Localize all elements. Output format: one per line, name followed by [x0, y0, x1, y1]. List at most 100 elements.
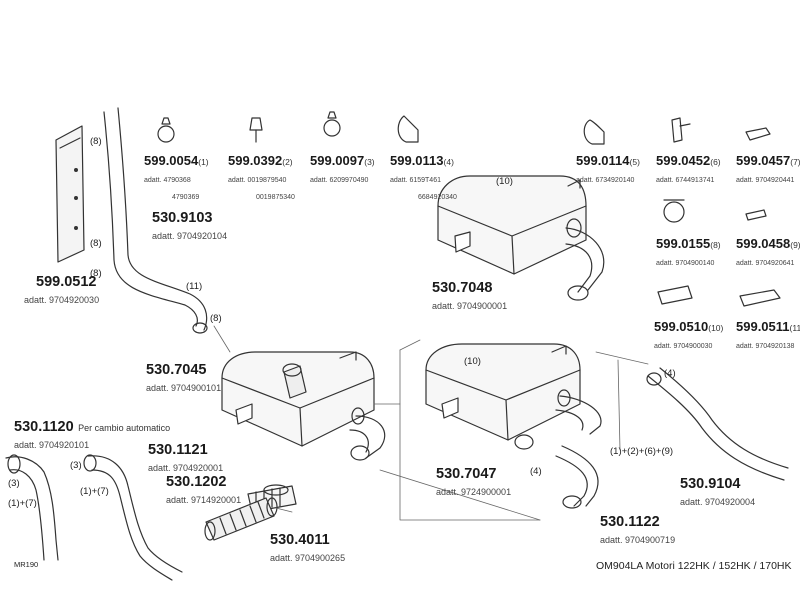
callout-heatshield-8: (8) [90, 238, 102, 249]
callout-combo-1-7: (1)+(7) [8, 498, 37, 509]
part-599-0054: 599.0054(1) adatt. 4790368 4790369 [144, 153, 209, 203]
part-599-0392: 599.0392(2) adatt. 0019879540 0019875340 [228, 153, 295, 203]
callout-pipe-4: (4) [530, 466, 542, 477]
callout-pipe-4: (4) [664, 368, 676, 379]
part-code: 530.7045 [146, 362, 207, 378]
part-code: 599.0452 [656, 153, 711, 168]
part-alt: adatt. 9704920004 [680, 496, 756, 507]
part-530-1202: 530.1202 adatt. 9714920001 [166, 474, 241, 508]
part-alt: adatt. 4790368 [144, 176, 191, 184]
part-alt: adatt. 9704920101 [14, 439, 90, 450]
part-ref: (11) [789, 323, 800, 333]
part-530-7048: 530.7048 adatt. 9704900001 [432, 280, 507, 314]
part-ref: (9) [790, 240, 800, 250]
part-530-9103: 530.9103 adatt. 9704920104 [152, 210, 227, 244]
pipe-530-1122-drawing [555, 445, 599, 509]
part-599-0512: 599.0512 adatt. 9704920030 [24, 274, 99, 308]
part-599-0457: 599.0457(7) adatt. 9704920441 [736, 153, 800, 187]
part-code: 530.1122 [600, 514, 660, 530]
part-code: 599.0114 [576, 153, 630, 168]
part-code: 599.0511 [736, 319, 790, 334]
part-ref: (6) [710, 157, 721, 167]
part-530-7047: 530.7047 adatt. 9724900001 [436, 466, 511, 500]
part-599-0155: 599.0155(8) adatt. 9704900140 [656, 236, 721, 270]
part-code: 530.1121 [148, 442, 208, 458]
part-code: 530.9104 [680, 476, 741, 492]
callout-pipe-11: (11) [186, 281, 203, 292]
part-alt: adatt. 9704900001 [432, 300, 508, 311]
callout-pipe-8: (8) [210, 313, 222, 324]
part-alt: adatt. 6209970490 [310, 176, 369, 184]
part-code: 599.0392 [228, 153, 283, 168]
part-ref: (1) [198, 157, 209, 167]
callout-pipe-3: (3) [8, 478, 20, 489]
part-alt: adatt. 9724900001 [436, 486, 512, 497]
part-599-0113: 599.0113(4) adatt. 6159T461 6684920340 [390, 153, 457, 203]
pipe-530-1120-drawing [5, 454, 59, 561]
part-ref: (3) [364, 157, 375, 167]
accessory-icons [157, 111, 781, 307]
part-alt: adatt. 6159T461 [390, 176, 441, 184]
pipe-530-9103-drawing [103, 107, 208, 334]
part-alt: adatt. 9704920104 [152, 230, 228, 241]
part-alt: adatt. 9704900030 [654, 342, 713, 350]
part-code: 599.0510 [654, 319, 709, 334]
muffler-530-7047-drawing [425, 343, 602, 450]
muffler-530-7048-drawing [437, 175, 605, 301]
part-599-0458: 599.0458(9) adatt. 9704920641 [736, 236, 800, 270]
part-alt: adatt. 6744913741 [656, 176, 715, 184]
part-alt: adatt. 9704900101 [146, 382, 222, 393]
part-599-0511: 599.0511(11) adatt. 9704920138 [736, 319, 800, 353]
part-code: 599.0054 [144, 153, 199, 168]
part-note: Per cambio automatico [78, 423, 171, 433]
engine-caption: OM904LA Motori 122HK / 152HK / 170HK [596, 560, 792, 572]
part-code: 599.0457 [736, 153, 791, 168]
part-alt: adatt. 9704900719 [600, 534, 676, 545]
part-code: 599.0458 [736, 236, 791, 251]
part-599-0097: 599.0097(3) adatt. 6209970490 [310, 153, 375, 187]
part-code: 530.1120 [14, 419, 74, 435]
part-530-1121: 530.1121 adatt. 9704920001 [148, 442, 223, 476]
part-alt: adatt. 9704920641 [736, 259, 795, 267]
part-ref: (5) [629, 157, 640, 167]
callout-box-10: (10) [496, 176, 513, 187]
part-code: 530.1202 [166, 474, 227, 490]
part-alt: adatt. 0019879540 [228, 176, 287, 184]
part-alt: 6684920340 [418, 193, 457, 201]
callout-combo-1-7: (1)+(7) [80, 486, 109, 497]
part-code: 530.7047 [436, 466, 497, 482]
part-ref: (10) [708, 323, 724, 333]
heat-shield-drawing [55, 125, 85, 263]
part-alt: adatt. 6734920140 [576, 176, 635, 184]
part-alt: adatt. 9704920030 [24, 294, 100, 305]
part-code: 530.7048 [432, 280, 493, 296]
part-530-9104: 530.9104 adatt. 9704920004 [680, 476, 755, 510]
part-alt: 4790369 [172, 193, 200, 201]
part-alt: adatt. 9704900265 [270, 552, 346, 563]
part-530-1122: 530.1122 adatt. 9704900719 [600, 514, 675, 548]
callout-heatshield-8: (8) [90, 268, 102, 279]
part-code: 530.9103 [152, 210, 213, 226]
muffler-530-7045-drawing [221, 351, 386, 461]
part-code: 599.0097 [310, 153, 365, 168]
part-530-7045: 530.7045 adatt. 9704900101 [146, 362, 221, 396]
part-530-1120: 530.1120 Per cambio automatico adatt. 97… [14, 419, 170, 453]
part-ref: (4) [443, 157, 454, 167]
part-530-4011: 530.4011 adatt. 9704900265 [270, 532, 345, 566]
part-599-0510: 599.0510(10) adatt. 9704900030 [654, 319, 723, 353]
flex-pipe-530-4011-drawing [204, 497, 278, 541]
callout-box-10: (10) [464, 356, 481, 367]
part-code: 530.4011 [270, 532, 330, 548]
callout-combo-1-2-6-9: (1)+(2)+(6)+(9) [610, 446, 674, 457]
part-alt: adatt. 9714920001 [166, 494, 242, 505]
part-alt: adatt. 9704900140 [656, 259, 715, 267]
leader-lines [213, 325, 649, 521]
part-code: 599.0155 [656, 236, 711, 251]
part-code: 599.0512 [36, 274, 97, 290]
callout-pipe-3: (3) [70, 460, 82, 471]
part-code: 599.0113 [390, 153, 444, 168]
part-ref: (2) [282, 157, 293, 167]
callout-heatshield-8: (8) [90, 136, 102, 147]
